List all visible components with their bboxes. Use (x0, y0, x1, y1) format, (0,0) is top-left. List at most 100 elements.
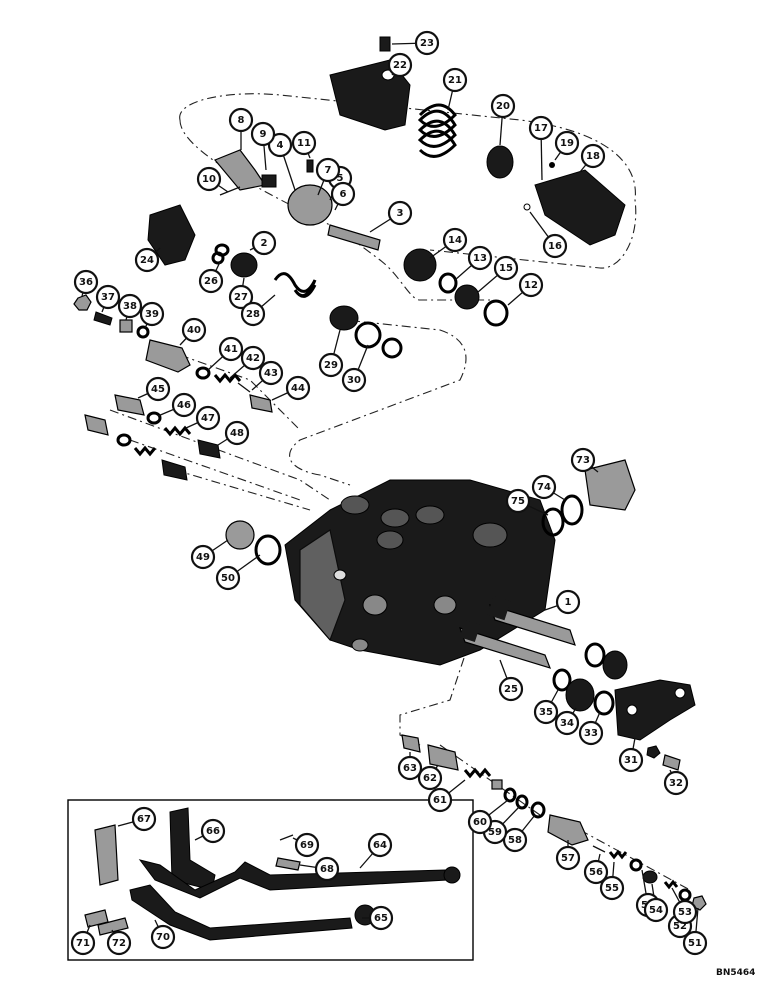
callout-40: 40 (181, 317, 207, 343)
callout-number: 12 (524, 280, 538, 291)
callout-circle (198, 268, 224, 294)
callout-circle (240, 301, 266, 327)
callout-number: 50 (221, 573, 235, 584)
callout-45: 45 (145, 376, 171, 402)
callout-14: 14 (442, 227, 468, 253)
callout-number: 23 (420, 38, 434, 49)
ring-46 (146, 411, 162, 425)
callout-number: 51 (688, 938, 702, 949)
callout-67: 67 (131, 806, 157, 832)
ring-58 (530, 801, 546, 819)
drawing-code: BN5464 (716, 968, 755, 978)
callout-number: 49 (196, 552, 210, 563)
callout-number: 4 (277, 140, 284, 151)
o-ring-50 (254, 534, 282, 566)
callout-number: 26 (204, 276, 218, 287)
callout-circle (139, 301, 165, 327)
pin-16 (523, 203, 531, 211)
callout-60: 60 (467, 809, 493, 835)
fitting-45 (114, 394, 145, 416)
callout-65: 65 (368, 905, 394, 931)
poppet-8 (214, 149, 266, 191)
callout-55: 55 (599, 875, 625, 901)
ring-39 (136, 325, 150, 339)
callout-circle (583, 859, 609, 885)
lever-inset-frame (67, 799, 474, 961)
callout-number: 62 (423, 773, 437, 784)
callout-circle (150, 924, 176, 950)
o-ring-33 (593, 690, 615, 716)
callout-circle (190, 544, 216, 570)
callout-64: 64 (367, 832, 393, 858)
callout-circle (531, 474, 557, 500)
callout-number: 66 (206, 826, 220, 837)
callout-17: 17 (528, 115, 554, 141)
callout-41: 41 (218, 336, 244, 362)
callout-74: 74 (531, 474, 557, 500)
callout-number: 20 (496, 101, 510, 112)
o-ring-75 (560, 494, 584, 526)
nut-20 (486, 145, 514, 179)
callout-33: 33 (578, 720, 604, 746)
callout-30: 30 (341, 367, 367, 393)
callout-3: 3 (387, 200, 413, 226)
callout-number: 35 (539, 707, 553, 718)
callout-circle (145, 376, 171, 402)
callout-number: 31 (624, 755, 638, 766)
callout-circle (196, 166, 222, 192)
pin-70 (279, 834, 294, 841)
callout-circle (285, 375, 311, 401)
plug-44 (249, 394, 273, 413)
callout-13: 13 (467, 245, 493, 271)
callout-44: 44 (285, 375, 311, 401)
callout-number: 9 (260, 129, 267, 140)
callout-54: 54 (643, 897, 669, 923)
ball-19 (549, 162, 555, 168)
pin-9 (261, 174, 277, 188)
callout-circle (251, 230, 277, 256)
callout-number: 19 (560, 138, 574, 149)
callout-number: 5 (337, 173, 344, 184)
screw-37 (93, 311, 113, 326)
callout-number: 39 (145, 309, 159, 320)
callout-10: 10 (196, 166, 222, 192)
seal-upper (602, 650, 628, 680)
callout-number: 28 (246, 309, 260, 320)
callout-6: 6 (330, 181, 356, 207)
callout-39: 39 (139, 301, 165, 327)
callout-number: 61 (433, 795, 447, 806)
callout-circle (73, 269, 99, 295)
callout-number: 8 (238, 115, 245, 126)
callout-circle (195, 405, 221, 431)
callout-circle (555, 589, 581, 615)
callout-63: 63 (397, 755, 423, 781)
plug-left (161, 459, 188, 481)
callout-number: 14 (448, 235, 462, 246)
washer-52b (678, 888, 692, 902)
callout-circle (181, 317, 207, 343)
plug-49 (225, 520, 255, 550)
callout-number: 73 (576, 455, 590, 466)
callout-circle (493, 255, 519, 281)
callout-73: 73 (570, 447, 596, 473)
callout-circle (618, 747, 644, 773)
o-ring-35 (552, 668, 572, 692)
plug-74 (584, 459, 636, 511)
callout-number: 46 (177, 400, 191, 411)
callout-circle (315, 157, 341, 183)
callout-37: 37 (95, 284, 121, 310)
callout-circle (682, 930, 708, 956)
callout-35: 35 (533, 699, 559, 725)
callout-circle (294, 832, 320, 858)
callout-number: 69 (300, 840, 314, 851)
callout-8: 8 (228, 107, 254, 133)
callout-number: 47 (201, 413, 215, 424)
callout-48: 48 (224, 420, 250, 446)
callout-number: 24 (140, 255, 154, 266)
seal-14 (403, 248, 437, 282)
callout-circle (672, 899, 698, 925)
callout-11: 11 (291, 130, 317, 156)
callout-number: 25 (504, 684, 518, 695)
callout-57: 57 (555, 845, 581, 871)
callout-circle (200, 818, 226, 844)
